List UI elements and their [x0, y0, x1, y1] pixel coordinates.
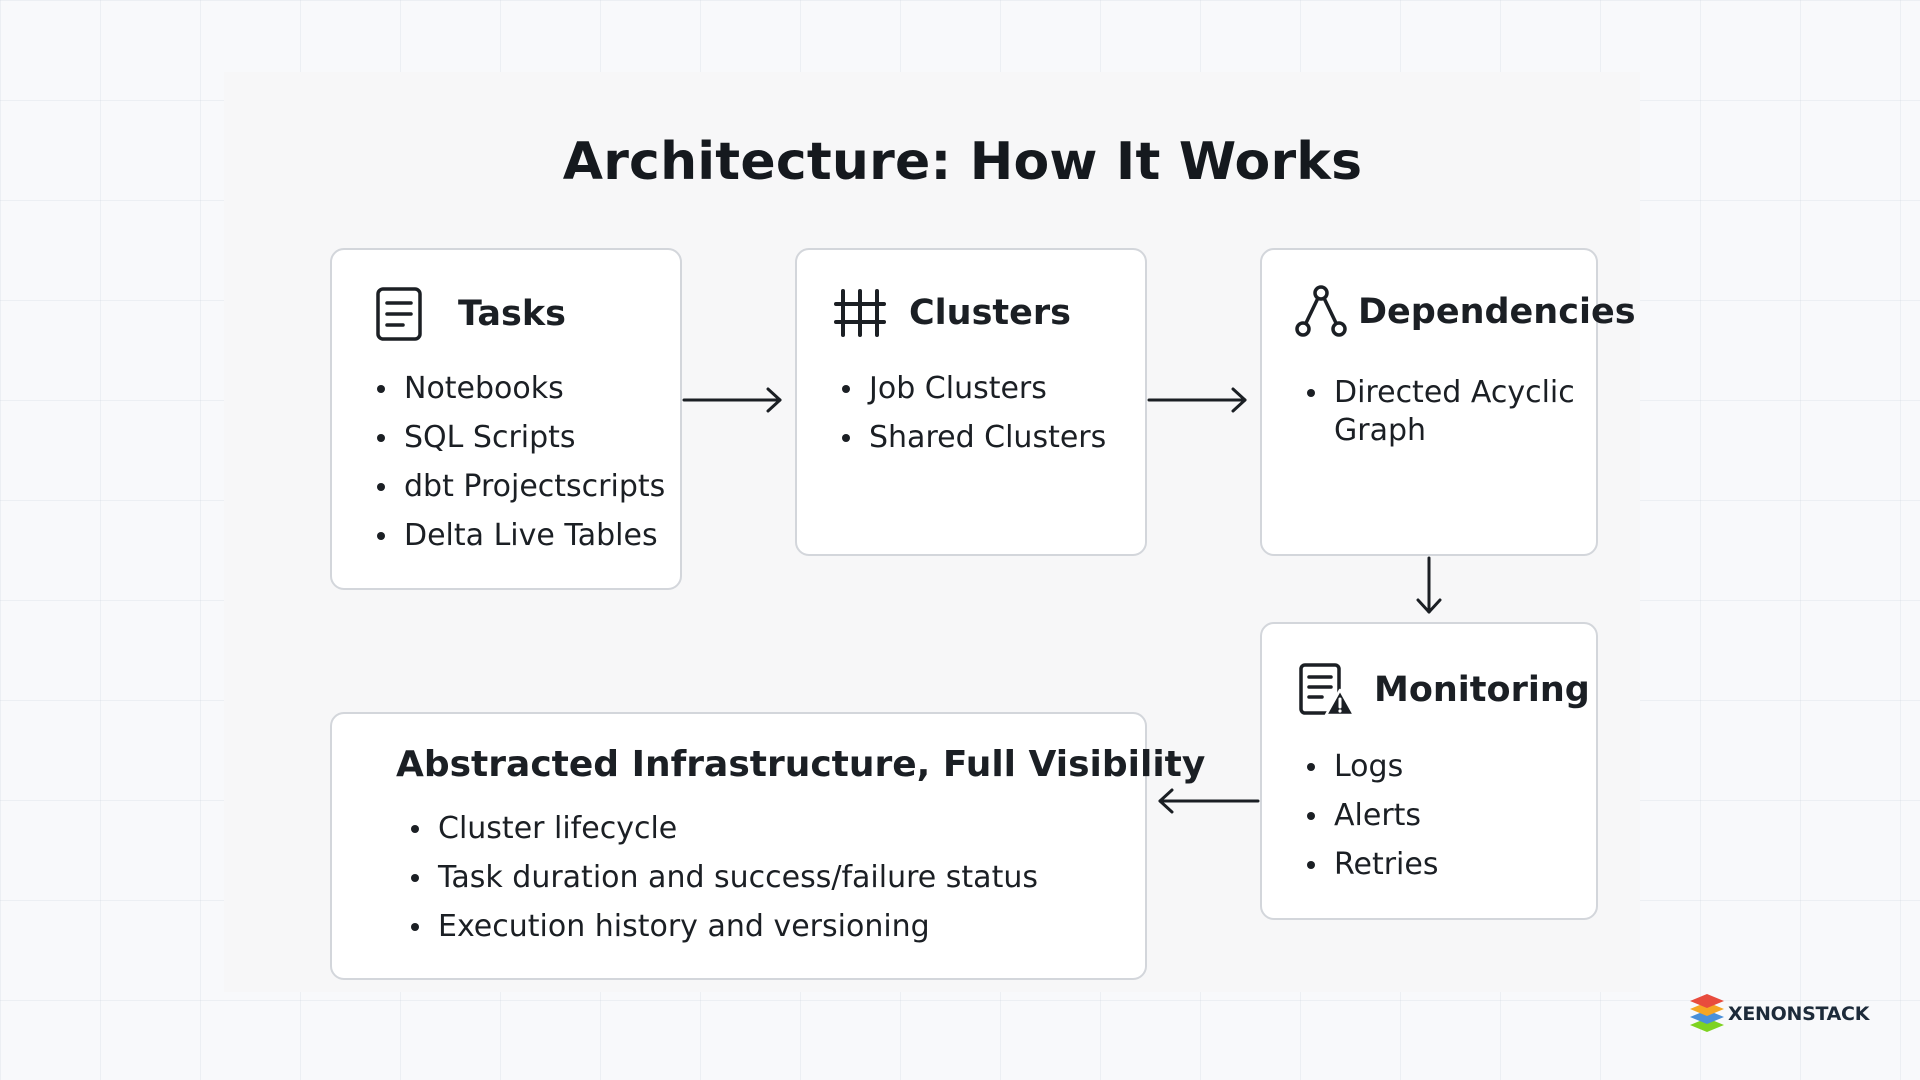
document-warning-icon: [1298, 662, 1356, 718]
monitoring-list: Logs Alerts Retries: [1304, 742, 1438, 889]
list-item: Shared Clusters: [839, 413, 1106, 462]
tasks-card: Tasks Notebooks SQL Scripts dbt Projects…: [330, 248, 682, 590]
list-item: Notebooks: [374, 364, 665, 413]
list-item: SQL Scripts: [374, 413, 665, 462]
monitoring-title: Monitoring: [1374, 670, 1590, 710]
arrow-clusters-to-dependencies: [1147, 384, 1251, 416]
monitoring-card: Monitoring Logs Alerts Retries: [1260, 622, 1598, 920]
summary-list: Cluster lifecycle Task duration and succ…: [408, 804, 1038, 951]
list-item: Task duration and success/failure status: [408, 853, 1038, 902]
xenonstack-logo: XENONSTACK: [1688, 992, 1869, 1036]
list-item: Delta Live Tables: [374, 511, 665, 560]
dependencies-title: Dependencies: [1358, 292, 1636, 332]
tasks-list: Notebooks SQL Scripts dbt Projectscripts…: [374, 364, 665, 560]
clusters-list: Job Clusters Shared Clusters: [839, 364, 1106, 462]
summary-title: Abstracted Infrastructure, Full Visibili…: [396, 744, 1206, 785]
dependencies-card: Dependencies Directed Acyclic Graph: [1260, 248, 1636, 556]
list-item: Execution history and versioning: [408, 902, 1038, 951]
arrow-tasks-to-clusters: [682, 384, 786, 416]
document-icon: [374, 286, 424, 342]
list-item: Cluster lifecycle: [408, 804, 1038, 853]
layers-logo-icon: [1688, 992, 1726, 1036]
list-item: Alerts: [1304, 791, 1438, 840]
list-item: dbt Projectscripts: [374, 462, 665, 511]
clusters-card: Clusters Job Clusters Shared Clusters: [795, 248, 1147, 556]
list-item: Retries: [1304, 840, 1438, 889]
list-item: Directed Acyclic Graph: [1304, 374, 1584, 450]
dag-nodes-icon: [1294, 284, 1348, 340]
page-title: Architecture: How It Works: [562, 132, 1363, 192]
arrow-monitoring-to-summary: [1154, 785, 1260, 817]
tasks-title: Tasks: [458, 294, 566, 334]
clusters-title: Clusters: [909, 293, 1071, 333]
logo-text: XENONSTACK: [1728, 1003, 1870, 1025]
hash-grid-icon: [833, 286, 887, 340]
summary-card: Abstracted Infrastructure, Full Visibili…: [330, 712, 1205, 980]
arrow-dependencies-to-monitoring: [1413, 556, 1445, 618]
list-item: Logs: [1304, 742, 1438, 791]
list-item: Job Clusters: [839, 364, 1106, 413]
dependencies-list: Directed Acyclic Graph: [1304, 374, 1584, 450]
